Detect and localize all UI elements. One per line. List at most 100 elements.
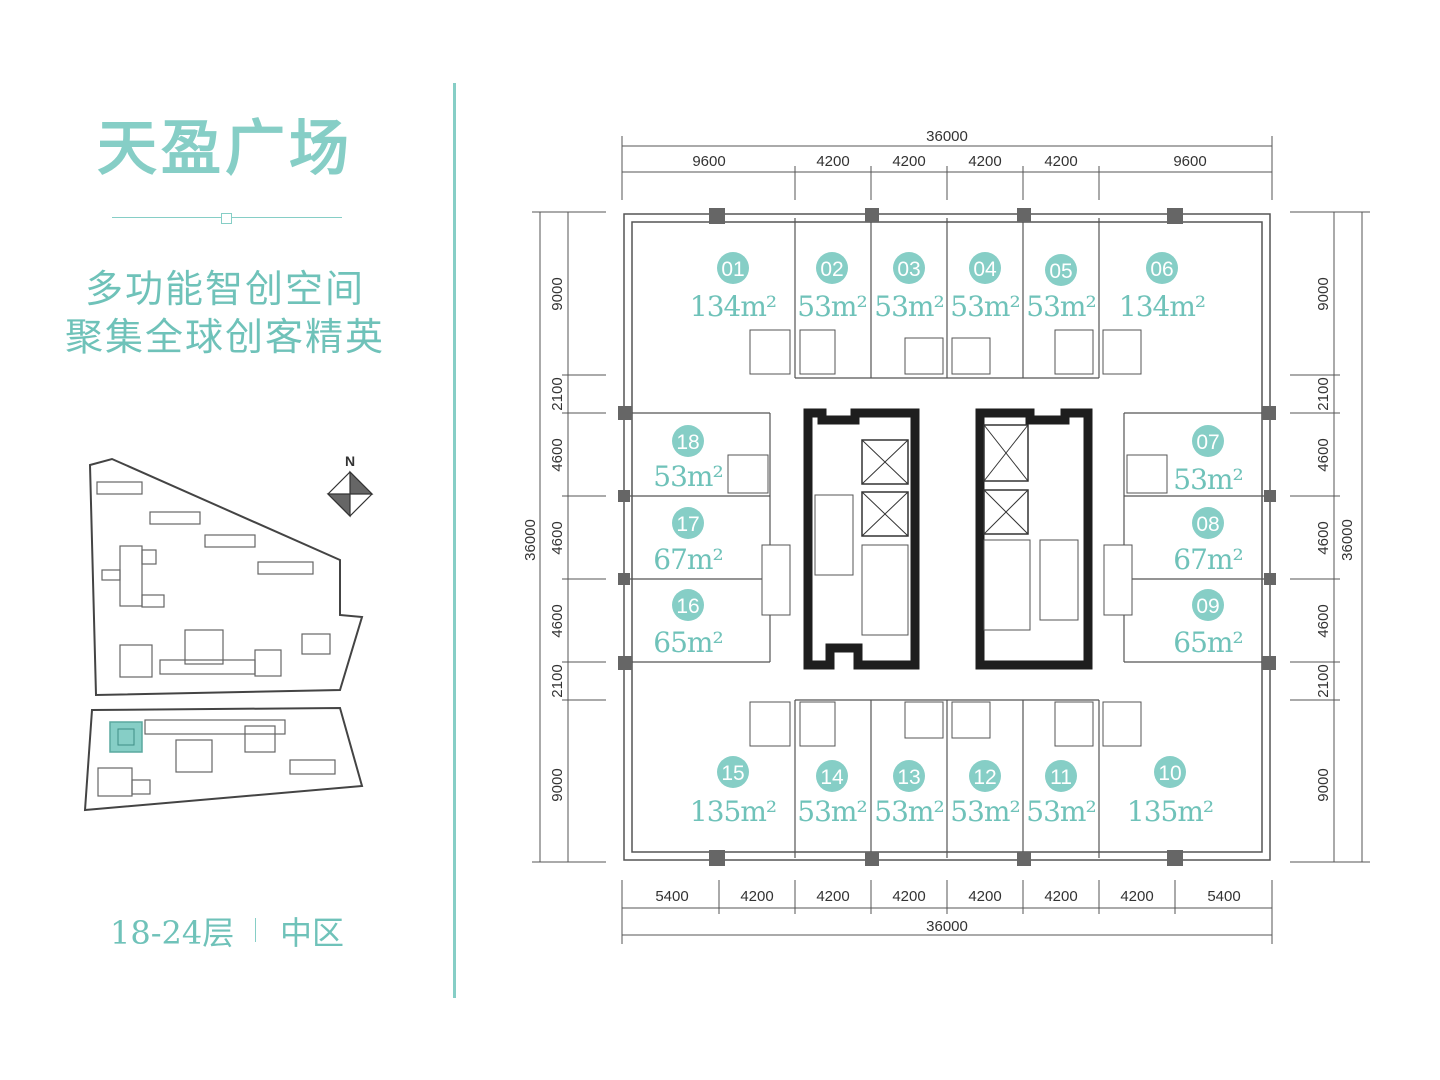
svg-text:53m²: 53m² [653,460,722,493]
dim-top-segment: 9600 [1173,153,1206,170]
svg-text:07: 07 [1196,431,1219,454]
dim-left-segment: 9000 [549,277,566,310]
dim-top-segment: 4200 [816,153,849,170]
unit-16: 16 65m² [653,589,724,659]
dim-top-segment: 4200 [968,153,1001,170]
dim-bottom-segment: 4200 [1044,888,1077,905]
site-highlight-core [117,728,135,746]
unit-02: 02 53m² [797,252,868,323]
dim-right-segment: 4600 [1315,521,1332,554]
dim-left-segment: 2100 [549,664,566,697]
dim-bottom-segment: 4200 [968,888,1001,905]
dim-left-segment: 4600 [549,438,566,471]
dim-right-segment: 2100 [1315,377,1332,410]
site-plan-lower-block [83,706,364,812]
svg-text:53m²: 53m² [874,290,943,323]
zone-label: 中区 [280,914,345,952]
dim-bottom-segment: 5400 [655,888,688,905]
svg-text:53m²: 53m² [1026,795,1095,828]
svg-text:65m²: 65m² [1173,626,1242,659]
dim-top-segment: 4200 [892,153,925,170]
svg-text:02: 02 [820,258,843,281]
svg-text:65m²: 65m² [653,626,722,659]
svg-text:08: 08 [1196,513,1219,536]
vertical-divider [453,83,456,998]
dim-left-segment: 9000 [549,768,566,801]
svg-text:53m²: 53m² [950,795,1019,828]
dim-right-segment: 2100 [1315,664,1332,697]
dim-left-segment: 4600 [549,521,566,554]
unit-09: 09 65m² [1173,589,1244,659]
dim-bottom-segment: 4200 [740,888,773,905]
dim-right-segment: 9000 [1315,768,1332,801]
svg-text:01: 01 [721,258,744,281]
svg-text:10: 10 [1158,762,1181,785]
dim-top-segment: 4200 [1044,153,1077,170]
page-title: 天盈广场 [97,114,353,184]
compass-label: N [345,453,355,469]
dim-right-segment: 9000 [1315,277,1332,310]
svg-text:15: 15 [721,762,744,785]
structural-columns [618,208,1276,866]
slogan-line-2: 聚集全球创客精英 [64,315,385,359]
svg-text:05: 05 [1049,260,1072,283]
dim-bottom-segment: 5400 [1207,888,1240,905]
dim-top-total: 36000 [926,128,968,145]
unit-11: 11 53m² [1026,760,1097,828]
dim-bottom-segment: 4200 [816,888,849,905]
core-left [803,408,920,670]
dim-bottom-segment: 4200 [892,888,925,905]
outer-walls [623,213,1271,861]
svg-text:06: 06 [1150,258,1173,281]
core-right [975,408,1093,670]
floor-zone-separator [255,918,256,942]
unit-14: 14 53m² [797,760,868,828]
dim-left-total: 36000 [522,519,539,561]
svg-text:53m²: 53m² [1173,463,1242,496]
unit-06: 06 134m² [1119,252,1206,323]
dim-left-segment: 2100 [549,377,566,410]
dimension-lines [532,136,1370,944]
svg-text:12: 12 [973,766,996,789]
svg-text:67m²: 67m² [653,543,722,576]
unit-13: 13 53m² [874,760,945,828]
svg-text:13: 13 [897,766,920,789]
dim-right-segment: 4600 [1315,438,1332,471]
svg-text:67m²: 67m² [1173,543,1242,576]
divider-ornament [221,213,232,224]
svg-text:17: 17 [676,513,699,536]
svg-text:09: 09 [1196,595,1219,618]
unit-17: 17 67m² [653,507,724,576]
site-plan-upper-block [88,457,364,697]
compass-icon [326,470,374,518]
svg-text:18: 18 [676,431,699,454]
dim-top-segment: 9600 [692,153,725,170]
floor-range: 18-24层 [110,914,235,952]
svg-text:135m²: 135m² [690,795,776,828]
svg-text:53m²: 53m² [797,290,866,323]
dim-bottom-total: 36000 [926,918,968,935]
slogan-line-1: 多功能智创空间 [84,267,365,311]
partition-walls [628,218,1266,858]
site-highlight-building [109,721,143,753]
svg-text:53m²: 53m² [797,795,866,828]
svg-text:11: 11 [1050,766,1072,789]
svg-text:14: 14 [820,766,844,789]
site-buildings [96,481,336,797]
svg-text:53m²: 53m² [874,795,943,828]
unit-12: 12 53m² [950,760,1021,828]
svg-text:134m²: 134m² [1119,290,1205,323]
svg-text:16: 16 [676,595,699,618]
svg-text:04: 04 [973,258,997,281]
unit-07: 07 53m² [1173,425,1244,496]
restroom-blocks [727,329,1168,747]
dim-left-segment: 4600 [549,604,566,637]
